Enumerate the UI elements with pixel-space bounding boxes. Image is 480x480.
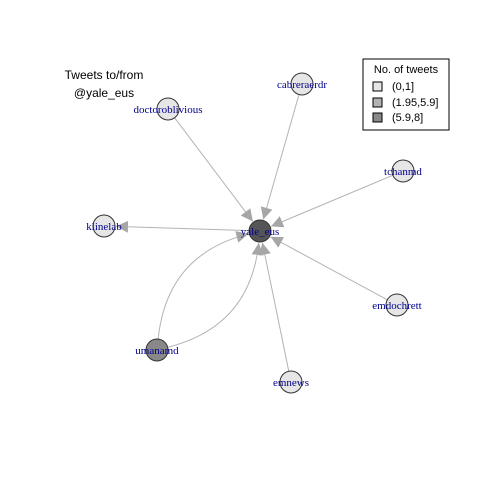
node-cabreraerdr: cabreraerdr bbox=[277, 72, 327, 96]
node-yale_eus: yale_eus bbox=[241, 219, 279, 243]
node-label-yale_eus: yale_eus bbox=[241, 226, 279, 238]
node-circle-emdochrett bbox=[385, 293, 409, 317]
node-circle-klinelab bbox=[92, 214, 116, 238]
edge-emdochrett-to-yale_eus bbox=[270, 236, 388, 301]
node-label-umanamd: umanamd bbox=[135, 345, 179, 357]
node-emnews: emnews bbox=[273, 370, 309, 394]
node-circle-emnews bbox=[279, 370, 303, 394]
legend-label-3: (5.9,8] bbox=[392, 112, 423, 124]
edge-tchanmd-to-yale_eus bbox=[270, 174, 394, 228]
node-circle-tchanmd bbox=[391, 159, 415, 183]
title-line-1: Tweets to/from bbox=[65, 68, 144, 82]
node-doctoroblivious: doctoroblivious bbox=[133, 97, 203, 121]
edge-umanamd-to-yale_eus-7 bbox=[157, 231, 249, 340]
legend-swatch-3 bbox=[372, 112, 383, 123]
diagram-title: Tweets to/from @yale_eus bbox=[65, 68, 144, 100]
edge-cabreraerdr-to-yale_eus bbox=[260, 94, 300, 220]
node-klinelab: klinelab bbox=[86, 214, 122, 238]
node-tchanmd: tchanmd bbox=[384, 159, 422, 183]
legend-swatch-1 bbox=[372, 81, 383, 92]
node-circle-yale_eus bbox=[248, 219, 272, 243]
legend-swatch-2 bbox=[372, 97, 383, 108]
edge-umanamd-to-yale_eus-6 bbox=[167, 242, 264, 348]
node-label-emdochrett: emdochrett bbox=[372, 300, 421, 312]
edge-doctoroblivious-to-yale_eus bbox=[174, 117, 254, 222]
legend-label-2: (1.95,5.9] bbox=[392, 97, 438, 109]
legend-title: No. of tweets bbox=[374, 64, 439, 76]
edge-emnews-to-yale_eus bbox=[258, 242, 290, 372]
node-umanamd: umanamd bbox=[135, 338, 179, 362]
title-line-2: @yale_eus bbox=[74, 86, 134, 100]
node-label-doctoroblivious: doctoroblivious bbox=[133, 104, 202, 116]
legend: No. of tweets (0,1] (1.95,5.9] (5.9,8] bbox=[362, 58, 450, 131]
node-label-cabreraerdr: cabreraerdr bbox=[277, 79, 327, 91]
node-circle-umanamd bbox=[145, 338, 169, 362]
node-circle-cabreraerdr bbox=[290, 72, 314, 96]
node-emdochrett: emdochrett bbox=[372, 293, 422, 317]
edge-yale_eus-to-klinelab bbox=[115, 220, 250, 233]
edges-layer bbox=[115, 94, 394, 372]
node-label-emnews: emnews bbox=[273, 377, 309, 389]
node-circle-doctoroblivious bbox=[156, 97, 180, 121]
nodes-layer: yale_eus cabreraerdr doctoroblivious tchanm… bbox=[86, 72, 422, 394]
legend-label-1: (0,1] bbox=[392, 81, 414, 93]
node-label-tchanmd: tchanmd bbox=[384, 166, 422, 178]
node-label-klinelab: klinelab bbox=[86, 221, 122, 233]
